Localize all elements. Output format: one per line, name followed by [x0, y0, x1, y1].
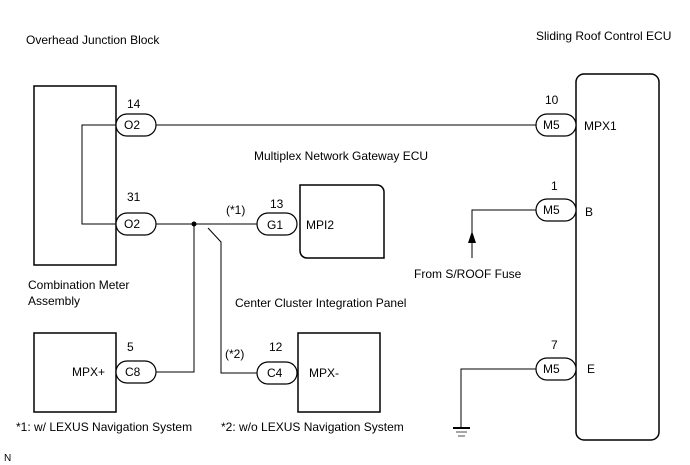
connector-ccp-12: [256, 361, 298, 385]
ground-icon: [453, 427, 470, 437]
code-ccp-12: C4: [267, 366, 283, 380]
connector-meter-5: [115, 360, 157, 384]
connector-ojb-14: [115, 113, 157, 137]
combination-meter-box: [33, 332, 117, 413]
label-overhead-junction-block: Overhead Junction Block: [26, 33, 160, 47]
footnote-2: *2: w/o LEXUS Navigation System: [221, 420, 404, 434]
connector-sr-1: [535, 198, 577, 222]
label-fuse: From S/ROOF Fuse: [414, 267, 522, 281]
pin-sr-1: 1: [551, 179, 558, 193]
connector-sr-10: [535, 113, 577, 137]
label-combination-meter-2: Assembly: [28, 294, 80, 308]
code-sr-10: M5: [543, 118, 560, 132]
code-ojb-31: O2: [124, 217, 140, 231]
note-star2: (*2): [225, 347, 244, 361]
wire-ground: [460, 368, 536, 428]
code-ojb-14: O2: [124, 118, 140, 132]
terminal-mpi2: MPI2: [306, 218, 334, 232]
terminal-b: B: [585, 205, 593, 219]
terminal-mpx-minus: MPX-: [309, 366, 339, 380]
gateway-ecu-box: [299, 184, 385, 259]
code-meter-5: C8: [125, 365, 141, 379]
label-combination-meter-1: Combination Meter: [28, 278, 129, 292]
connector-gw-13: [256, 212, 298, 236]
terminal-mpx-plus: MPX+: [72, 365, 105, 379]
arrow-up-icon: [468, 231, 476, 243]
code-sr-1: M5: [543, 203, 560, 217]
label-center-cluster: Center Cluster Integration Panel: [235, 296, 406, 310]
pin-meter-5: 5: [127, 340, 134, 354]
pin-sr-10: 10: [545, 93, 559, 107]
pin-gw-13: 13: [270, 197, 284, 211]
center-cluster-box: [297, 332, 381, 413]
connector-ojb-31: [115, 212, 157, 236]
connector-sr-7: [535, 357, 577, 381]
pin-sr-7: 7: [551, 338, 558, 352]
code-sr-7: M5: [543, 362, 560, 376]
wire-mpx-minus: [207, 227, 257, 374]
terminal-mpx1: MPX1: [584, 119, 617, 133]
wire-mpx-plus: [156, 224, 195, 373]
overhead-junction-block-box: [33, 85, 117, 266]
label-sliding-roof-ecu: Sliding Roof Control ECU: [536, 29, 671, 43]
sliding-roof-ecu-box: [575, 73, 660, 441]
wire-fuse: [471, 209, 536, 240]
label-gateway-ecu: Multiplex Network Gateway ECU: [254, 149, 428, 163]
pin-ojb-31: 31: [127, 190, 141, 204]
internal-jumper-wire: [81, 124, 116, 225]
code-gw-13: G1: [267, 218, 283, 232]
terminal-e: E: [587, 362, 595, 376]
footnote-1: *1: w/ LEXUS Navigation System: [16, 420, 192, 434]
pin-ojb-14: 14: [127, 97, 141, 111]
corner-mark: N: [4, 453, 11, 464]
pin-ccp-12: 12: [269, 340, 283, 354]
note-star1: (*1): [226, 203, 245, 217]
